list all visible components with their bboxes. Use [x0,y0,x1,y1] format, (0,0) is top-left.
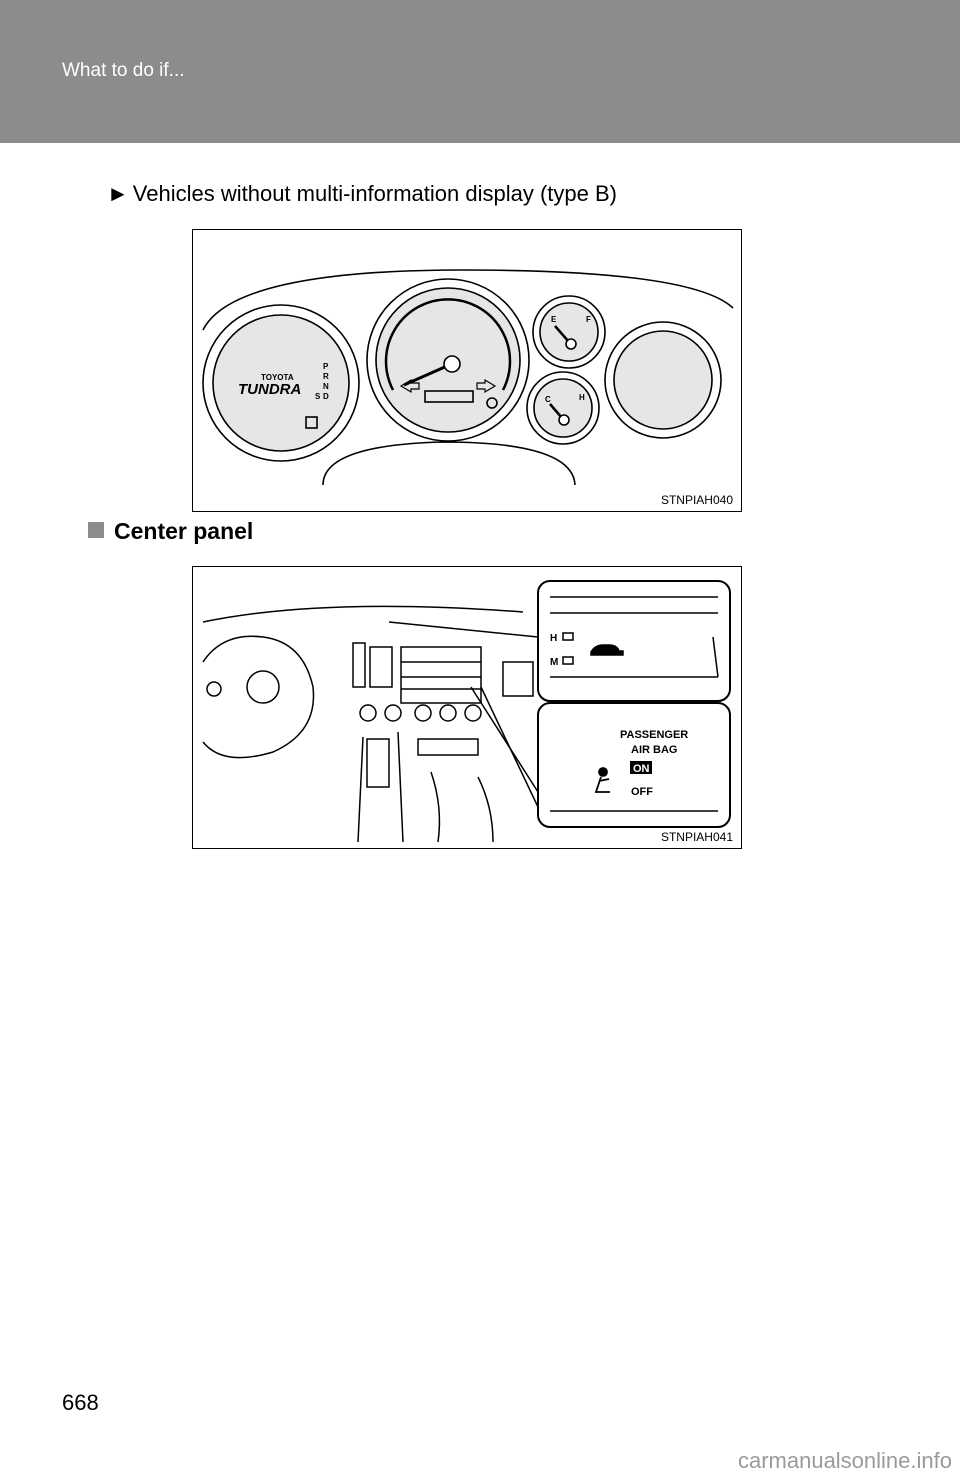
section-title: Center panel [114,518,254,544]
passenger-label: PASSENGER [620,729,688,741]
gear-s: S [315,392,321,401]
gear-d: D [323,392,329,401]
page-number: 668 [62,1390,99,1415]
airbag-on-indicator [630,761,652,774]
brand-label: TOYOTA [261,373,294,382]
airbag-off-label: OFF [631,786,653,798]
watermark: carmanualsonline.info [737,1448,952,1473]
figure-code: STNPIAH040 [660,493,733,507]
indicator-h-label: H [550,633,557,644]
fuel-full-label: F [586,315,591,324]
subheading: ►Vehicles without multi-information disp… [107,181,617,207]
gear-r: R [323,372,329,381]
instrument-cluster-figure: TOYOTA TUNDRA P R N D S E F C H STNPIAH0… [192,229,742,512]
page-header: What to do if... [0,0,960,143]
model-label: TUNDRA [238,381,301,398]
section-heading: Center panel [88,518,253,545]
temp-hot-label: H [579,393,585,402]
square-bullet-icon [88,522,104,538]
airbag-on-label: ON [633,763,650,775]
indicator-m-label: M [550,657,558,668]
figure-code: STNPIAH041 [660,830,733,844]
seatbelt-person-icon [594,767,610,793]
fuel-empty-label: E [551,315,557,324]
center-panel-figure: H M PASSENGER AIR BAG ON OFF STNPIAH041 [192,566,742,849]
triangle-marker-icon: ► [107,181,129,206]
instrument-cluster-illustration: TOYOTA TUNDRA P R N D S E F C H [202,269,734,486]
gear-p: P [323,362,329,371]
subheading-text: Vehicles without multi-information displ… [132,181,617,206]
center-panel-illustration: H M PASSENGER AIR BAG ON OFF [202,580,731,843]
gear-n: N [323,382,329,391]
temp-cold-label: C [545,395,551,404]
header-title: What to do if... [62,60,185,81]
airbag-label: AIR BAG [631,744,677,756]
